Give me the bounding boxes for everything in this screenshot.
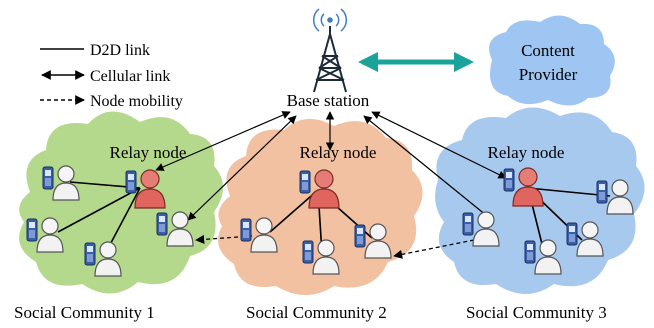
cellular-link-user1 [187,115,297,221]
content-provider-label-line1: Content [521,41,575,60]
signal-waves-icon [312,8,348,32]
cellular-links [155,111,507,221]
legend-mobility-label: Node mobility [90,93,183,110]
legend: D2D link Cellular link Node mobility [40,42,183,110]
antenna-tower-icon [313,26,347,93]
cellular-link-user3 [363,115,493,221]
content-provider-label-line2: Provider [519,65,578,84]
legend-d2d-label: D2D link [90,42,150,59]
content-provider-cloud [489,15,615,106]
community-label-3: Social Community 3 [466,303,607,322]
relay-node-label-1: Relay node [110,143,187,162]
relay-node-label-3: Relay node [488,143,565,162]
relay-node-label-2: Relay node [300,143,377,162]
legend-cellular-label: Cellular link [90,68,170,85]
community-label-1: Social Community 1 [14,303,155,322]
community-cloud-1 [19,111,223,294]
community-label-2: Social Community 2 [246,303,387,322]
base-station-label: Base station [287,91,370,110]
